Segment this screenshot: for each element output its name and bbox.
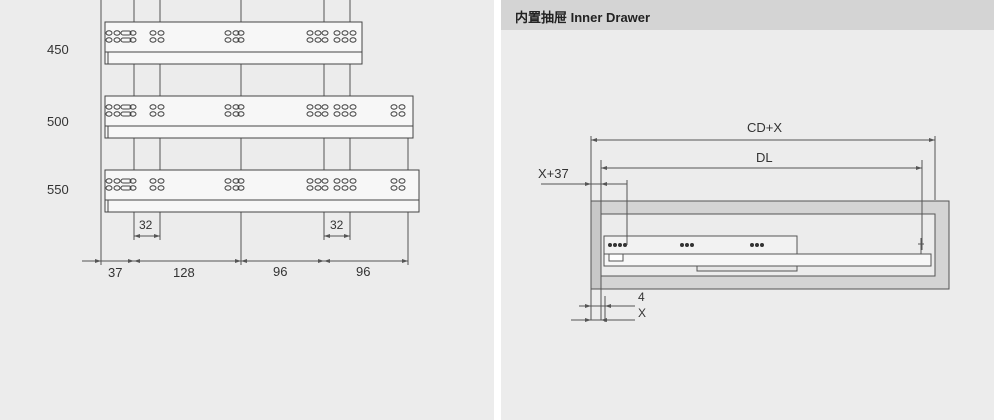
inner-drawer-drawing: CD+X DL X+37 4 X	[538, 120, 950, 322]
label-4: 4	[638, 290, 645, 304]
dim-32-left: 32	[139, 218, 153, 232]
dim-128: 128	[173, 265, 195, 280]
hole-pattern-drawing: 450 500 550 32 32 37 128 96 96	[47, 0, 420, 280]
drawer-dimension-arrows	[585, 138, 935, 322]
label-x: X	[638, 306, 646, 320]
drawer-dimension-lines	[541, 136, 936, 322]
dim-96-a: 96	[273, 264, 287, 279]
dim-37: 37	[108, 265, 122, 280]
label-x-plus-37: X+37	[538, 166, 569, 181]
slide-550	[104, 169, 420, 213]
section-header: 内置抽屉 Inner Drawer	[501, 0, 994, 30]
dim-96-b: 96	[356, 264, 370, 279]
right-panel: 内置抽屉 Inner Drawer	[501, 0, 994, 420]
bottom-dimension-chain	[82, 259, 408, 263]
slide-500	[104, 95, 414, 139]
section-title: 内置抽屉 Inner Drawer	[515, 10, 651, 25]
dim-32-right: 32	[330, 218, 344, 232]
slide-450	[104, 21, 363, 65]
row-label-450: 450	[47, 42, 69, 57]
row-label-550: 550	[47, 182, 69, 197]
left-panel: 450 500 550 32 32 37 128 96 96	[0, 0, 494, 420]
label-dl: DL	[756, 150, 773, 165]
small-dimension-lines	[134, 234, 350, 238]
row-label-500: 500	[47, 114, 69, 129]
drawer	[603, 235, 932, 272]
drawer-holes	[608, 243, 764, 247]
label-cd-x: CD+X	[747, 120, 782, 135]
